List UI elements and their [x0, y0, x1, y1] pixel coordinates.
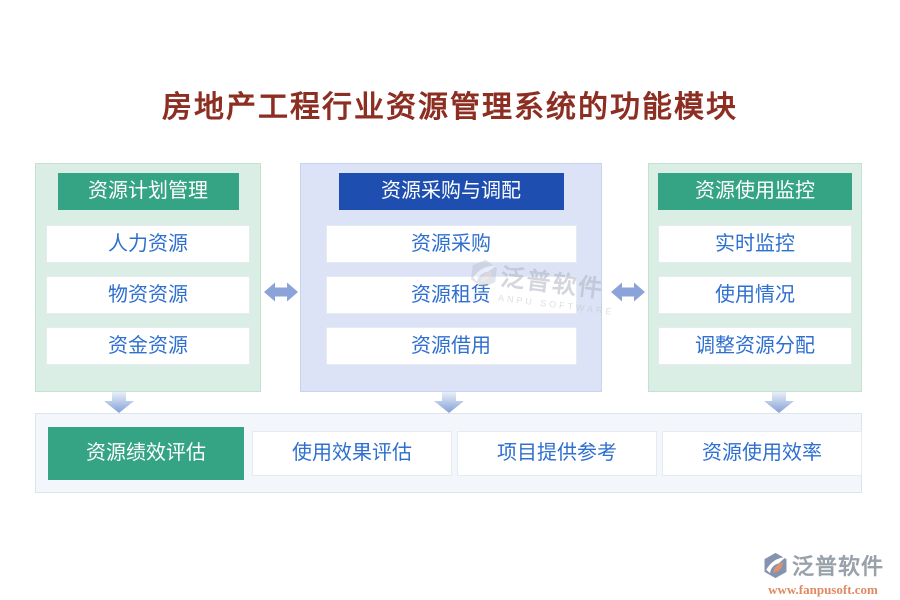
double-arrow-icon: [611, 282, 645, 302]
panel-item-realtime-monitor: 实时监控: [658, 225, 852, 263]
bottom-item-usage-effect-evaluation: 使用效果评估: [252, 431, 452, 476]
panel-item-adjust-allocation: 调整资源分配: [658, 327, 852, 365]
performance-evaluation-row: 资源绩效评估 使用效果评估 项目提供参考 资源使用效率: [35, 413, 862, 493]
performance-evaluation-header: 资源绩效评估: [48, 427, 244, 480]
resource-planning-panel: 资源计划管理 人力资源 物资资源 资金资源: [35, 163, 261, 392]
panel-item-human-resources: 人力资源: [46, 225, 250, 263]
watermark-footer: 泛普软件 www.fanpusoft.com: [750, 549, 896, 598]
bottom-item-resource-usage-efficiency: 资源使用效率: [662, 431, 862, 476]
panel-item-material-resources: 物资资源: [46, 276, 250, 314]
panel-item-resource-purchase: 资源采购: [325, 225, 577, 263]
panel-item-resource-lease: 资源租赁: [325, 276, 577, 314]
panel-item-capital-resources: 资金资源: [46, 327, 250, 365]
down-arrow-icon: [104, 392, 134, 413]
down-arrow-icon: [434, 392, 464, 413]
resource-monitoring-header: 资源使用监控: [658, 173, 852, 210]
panel-item-resource-borrow: 资源借用: [325, 327, 577, 365]
down-arrow-icon: [764, 392, 794, 413]
resource-procurement-panel: 资源采购与调配 资源采购 资源租赁 资源借用: [300, 163, 602, 392]
panel-item-usage-status: 使用情况: [658, 276, 852, 314]
resource-planning-header: 资源计划管理: [57, 173, 239, 210]
page-title: 房地产工程行业资源管理系统的功能模块: [162, 91, 738, 124]
resource-monitoring-panel: 资源使用监控 实时监控 使用情况 调整资源分配: [648, 163, 862, 392]
bottom-item-project-reference: 项目提供参考: [457, 431, 657, 476]
double-arrow-icon: [264, 282, 298, 302]
fanpu-logo-icon: [764, 552, 787, 578]
watermark-footer-text: 泛普软件: [791, 554, 884, 579]
watermark-url: www.fanpusoft.com: [768, 582, 878, 597]
resource-procurement-header: 资源采购与调配: [338, 173, 564, 210]
